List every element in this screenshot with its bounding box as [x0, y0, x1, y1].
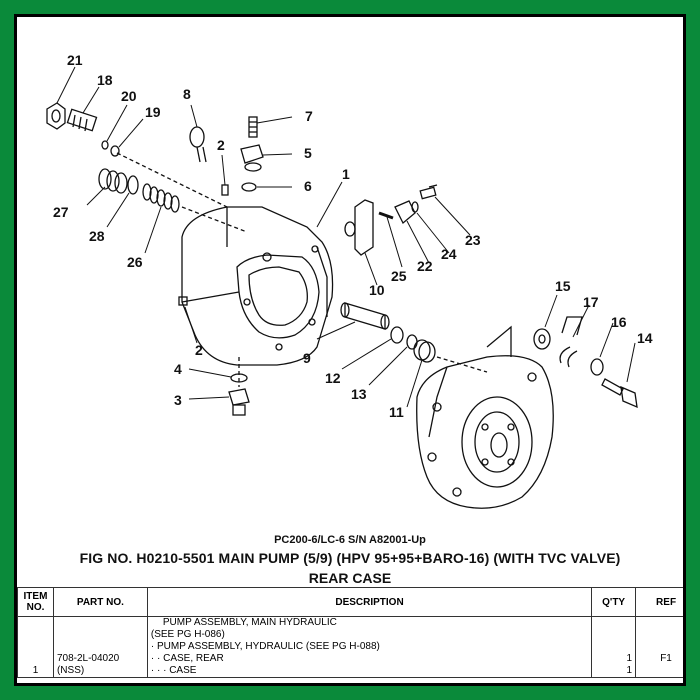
parts-table: ITEM NO. PART NO. DESCRIPTION Q'TY REF 1… — [17, 587, 683, 678]
callout: 2 — [217, 137, 225, 153]
part-pump-housing — [416, 355, 554, 509]
qty-value: 1 — [626, 653, 633, 664]
item-number: 1 — [32, 665, 39, 676]
part-ring-12 — [390, 326, 404, 344]
part-plug-2b — [178, 296, 188, 306]
ref-value: ​ — [639, 629, 683, 641]
callout: 5 — [304, 145, 312, 161]
part-plug-5 — [240, 144, 264, 164]
description-line: · · CASE, REAR — [150, 653, 224, 664]
description-line: (SEE PG H-086) — [150, 629, 225, 640]
callout: 10 — [369, 282, 385, 298]
callout: 18 — [97, 72, 113, 88]
qty-value: 1 — [626, 665, 633, 676]
part-block-22 — [394, 200, 416, 225]
callout: 17 — [583, 294, 599, 310]
part-washer-16 — [590, 358, 604, 376]
callout: 2 — [195, 342, 203, 358]
figure-title: FIG NO. H0210-5501 MAIN PUMP (5/9) (HPV … — [79, 550, 621, 566]
catalog-page: 21 18 20 19 8 7 2 5 6 1 27 28 26 10 25 2… — [17, 17, 683, 683]
table-row: 1 708-2L-04020 (NSS) PUMP ASSEMBLY, MAIN… — [17, 616, 683, 678]
cell-qty: ​ ​ ​ 1 1 — [591, 616, 637, 678]
part-pin-25 — [378, 211, 394, 220]
callout: 28 — [89, 228, 105, 244]
callout: 19 — [145, 104, 161, 120]
callout: 3 — [174, 392, 182, 408]
part-fitting-18 — [66, 108, 98, 132]
exploded-parts-diagram: 21 18 20 19 8 7 2 5 6 1 27 28 26 10 25 2… — [46, 52, 653, 509]
part-oring-6 — [241, 182, 257, 192]
part-number-note: (NSS) — [56, 665, 85, 676]
part-plug-3 — [228, 357, 250, 416]
figure-subtitle: REAR CASE — [308, 570, 392, 586]
callout: 14 — [637, 330, 653, 346]
part-valve-10 — [344, 199, 374, 256]
callout: 15 — [555, 278, 571, 294]
callout: 23 — [465, 232, 481, 248]
ref-value: ​ — [639, 617, 683, 629]
callout: 8 — [183, 86, 191, 102]
ref-value: ​ — [639, 641, 683, 653]
part-bolt-23 — [419, 184, 438, 200]
col-header-qty: Q'TY — [591, 587, 637, 617]
callout: 26 — [127, 254, 143, 270]
part-bolt-14 — [601, 378, 638, 409]
callout: 7 — [305, 108, 313, 124]
part-oring-19 — [110, 145, 120, 157]
callout: 12 — [325, 370, 341, 386]
part-nut-21 — [46, 102, 66, 130]
part-rear-case-1 — [181, 206, 334, 366]
cell-ref: ​ ​ ​ F1 — [635, 616, 683, 678]
callout: 25 — [391, 268, 407, 284]
callout: 1 — [342, 166, 350, 182]
col-header-description: DESCRIPTION — [146, 587, 593, 617]
part-number: 708-2L-04020 — [56, 653, 120, 664]
part-spring-26 — [142, 183, 180, 213]
qty-value: ​ — [595, 617, 632, 629]
diagram-drawing — [46, 66, 638, 509]
part-ring-13 — [406, 334, 418, 350]
part-oring-20 — [101, 140, 109, 150]
col-header-ref: REF — [635, 587, 683, 617]
cell-part-no: 708-2L-04020 (NSS) — [52, 616, 148, 678]
description-line: · · · CASE — [150, 665, 197, 676]
callout: 6 — [304, 178, 312, 194]
callout: 21 — [67, 52, 83, 68]
part-eyebolt-8 — [189, 126, 205, 148]
callout: 24 — [441, 246, 457, 262]
part-plug-2a — [221, 184, 229, 196]
callout: 27 — [53, 204, 69, 220]
part-shaft-9 — [340, 302, 390, 330]
qty-value: ​ — [595, 629, 632, 641]
callout: 13 — [351, 386, 367, 402]
part-retainer-17 — [559, 346, 571, 364]
table-header-row: ITEM NO. PART NO. DESCRIPTION Q'TY REF — [17, 587, 683, 617]
description-line: PUMP ASSEMBLY, MAIN HYDRAULIC — [162, 617, 337, 628]
callout-labels: 21 18 20 19 8 7 2 5 6 1 27 28 26 10 25 2… — [53, 52, 653, 420]
part-ring-28 — [127, 175, 139, 195]
col-header-part-no: PART NO. — [52, 587, 148, 617]
cell-description: PUMP ASSEMBLY, MAIN HYDRAULIC (SEE PG H-… — [146, 616, 593, 678]
part-washer-24 — [411, 201, 419, 213]
description-line: · PUMP ASSEMBLY, HYDRAULIC (SEE PG H-088… — [150, 641, 380, 652]
part-sleeve-15 — [533, 328, 551, 350]
model-serial-line: PC200-6/LC-6 S/N A82001-Up — [274, 534, 426, 546]
cell-item-no: 1 — [17, 616, 54, 678]
callout: 16 — [611, 314, 627, 330]
col-header-item-no: ITEM NO. — [17, 587, 54, 617]
qty-value: ​ — [595, 641, 632, 653]
callout: 22 — [417, 258, 433, 274]
callout: 20 — [121, 88, 137, 104]
callout: 4 — [174, 361, 182, 377]
callout: 11 — [389, 404, 404, 420]
ref-value: F1 — [660, 653, 672, 664]
callout: 9 — [303, 350, 311, 366]
